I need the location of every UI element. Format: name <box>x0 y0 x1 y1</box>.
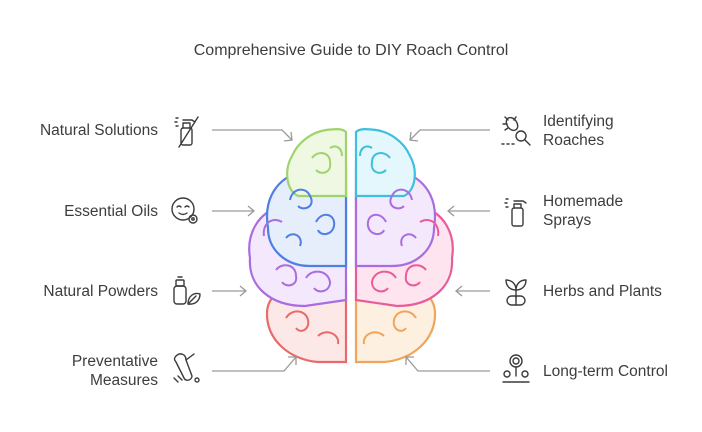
label-identifying-roaches: Identifying Roaches <box>543 112 614 150</box>
label-text: Preventative <box>71 353 158 370</box>
arrow-long-term-control <box>405 356 490 372</box>
label-natural-solutions: Natural Solutions <box>40 121 158 140</box>
spray-bottle-icon <box>504 198 527 227</box>
label-homemade-sprays: Homemade Sprays <box>543 192 623 230</box>
arrow-essential-oils <box>212 205 256 217</box>
arrow-identifying-roaches <box>409 129 490 142</box>
label-text: Homemade <box>543 193 624 210</box>
arrow-herbs-and-plants <box>454 285 490 297</box>
label-text: Natural Powders <box>43 283 158 300</box>
right-lobe-cyan <box>354 128 416 198</box>
label-herbs-and-plants: Herbs and Plants <box>543 282 662 301</box>
label-essential-oils: Essential Oils <box>64 202 158 221</box>
connector-arrows <box>212 129 490 372</box>
arrow-natural-solutions <box>212 129 293 142</box>
essential-oil-face-icon <box>171 197 198 224</box>
powder-leaf-icon <box>173 276 201 305</box>
label-text: Identifying <box>543 113 614 130</box>
label-text: Natural Solutions <box>39 122 158 139</box>
label-text: Roaches <box>543 132 605 149</box>
diagram-title: Comprehensive Guide to DIY Roach Control <box>193 42 509 59</box>
label-text: Long-term Control <box>543 363 668 380</box>
label-text: Measures <box>89 372 158 389</box>
roach-magnifier-icon <box>501 116 531 146</box>
spray-bottle-crossed-icon <box>174 116 199 148</box>
label-text: Essential Oils <box>64 203 158 220</box>
brain-right-hemisphere <box>354 128 454 364</box>
flower-group-icon <box>502 354 530 383</box>
arrow-homemade-sprays <box>446 205 490 217</box>
label-preventative-measures: Preventative Measures <box>72 352 158 390</box>
label-text: Sprays <box>543 212 592 229</box>
herb-sprout-icon <box>505 279 527 306</box>
label-long-term-control: Long-term Control <box>543 362 668 381</box>
arrow-preventative-measures <box>212 356 297 372</box>
brain-left-hemisphere <box>248 128 348 364</box>
label-natural-powders: Natural Powders <box>43 282 158 301</box>
left-lobe-green <box>286 128 348 198</box>
label-text: Herbs and Plants <box>543 283 662 300</box>
arrow-natural-powders <box>212 285 248 297</box>
broom-icon <box>173 353 200 383</box>
